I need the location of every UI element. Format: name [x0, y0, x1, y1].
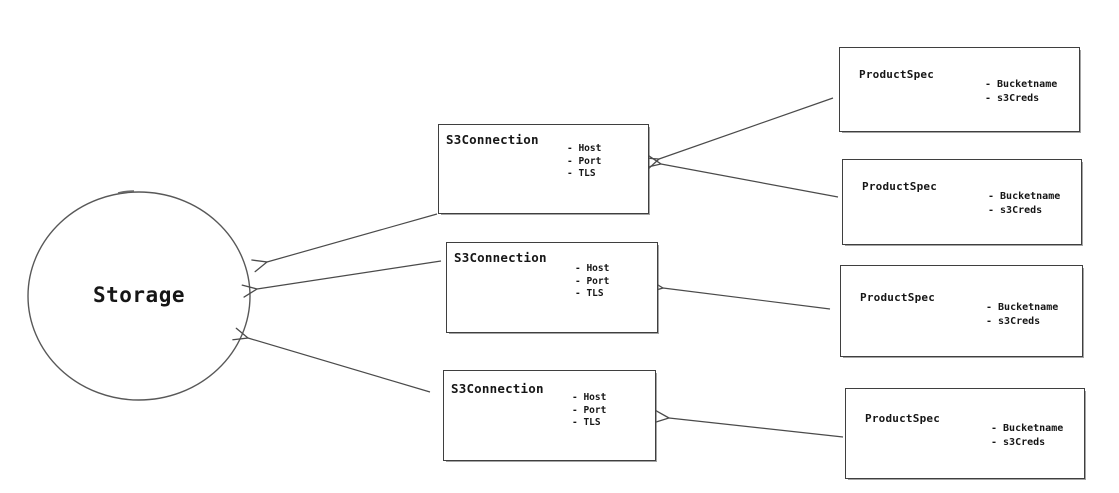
node-attribute: - Host — [575, 263, 610, 274]
s3-connection-node-3: S3Connection - Host - Port - TLS — [443, 370, 656, 461]
arrow-product-spec-3-to-s3-connection-2 — [647, 279, 831, 310]
product-spec-node-2: ProductSpec - Bucketname - s3Creds — [842, 159, 1082, 245]
node-attribute: - Bucketname — [985, 79, 1058, 90]
node-attribute: - Port — [575, 275, 610, 287]
arrow-product-spec-1-to-s3-connection-1 — [643, 97, 834, 170]
arrow-s3-connection-1-to-storage — [251, 213, 438, 273]
node-attribute: - s3Creds — [991, 437, 1046, 448]
node-attribute: - Host — [567, 143, 602, 154]
arrow-s3-connection-2-to-storage — [241, 260, 442, 298]
node-title: S3Connection — [451, 381, 544, 396]
node-title: ProductSpec — [865, 412, 941, 425]
product-spec-node-4: ProductSpec - Bucketname - s3Creds — [845, 388, 1085, 479]
node-attributes: - Bucketname - s3Creds — [986, 301, 1058, 329]
node-attributes: - Host - Port - TLS — [572, 392, 606, 430]
node-attribute: - TLS — [575, 288, 604, 299]
product-spec-node-3: ProductSpec - Bucketname - s3Creds — [840, 265, 1083, 357]
node-title: ProductSpec — [859, 68, 935, 81]
storage-circle-sketch-mark — [117, 190, 135, 194]
s3-connection-node-1: S3Connection - Host - Port - TLS — [438, 124, 649, 214]
arrow-product-spec-4-to-s3-connection-3 — [653, 409, 844, 438]
node-title: S3Connection — [446, 132, 539, 147]
node-attribute: - TLS — [567, 168, 596, 179]
node-attributes: - Bucketname - s3Creds — [985, 78, 1057, 106]
arrow-s3-connection-3-to-storage — [232, 327, 431, 393]
node-title: S3Connection — [454, 250, 547, 265]
node-attributes: - Host - Port - TLS — [575, 263, 609, 301]
s3-connection-node-2: S3Connection - Host - Port - TLS — [446, 242, 658, 333]
node-title: ProductSpec — [862, 180, 938, 193]
node-attribute: - Port — [572, 404, 607, 416]
node-attribute: - s3Creds — [986, 316, 1041, 327]
node-attributes: - Host - Port - TLS — [567, 143, 601, 181]
node-attribute: - Port — [567, 155, 602, 167]
node-attribute: - s3Creds — [985, 93, 1040, 104]
node-attribute: - Bucketname — [991, 423, 1064, 434]
node-attribute: - Bucketname — [988, 191, 1061, 202]
node-attributes: - Bucketname - s3Creds — [988, 190, 1060, 218]
node-title: ProductSpec — [860, 291, 936, 304]
node-attribute: - s3Creds — [988, 205, 1043, 216]
arrow-product-spec-2-to-s3-connection-1 — [645, 154, 839, 198]
node-attributes: - Bucketname - s3Creds — [991, 422, 1063, 450]
node-attribute: - Bucketname — [986, 302, 1059, 313]
product-spec-node-1: ProductSpec - Bucketname - s3Creds — [839, 47, 1080, 132]
node-attribute: - Host — [572, 392, 607, 403]
node-attribute: - TLS — [572, 417, 601, 428]
storage-label: Storage — [92, 283, 185, 307]
